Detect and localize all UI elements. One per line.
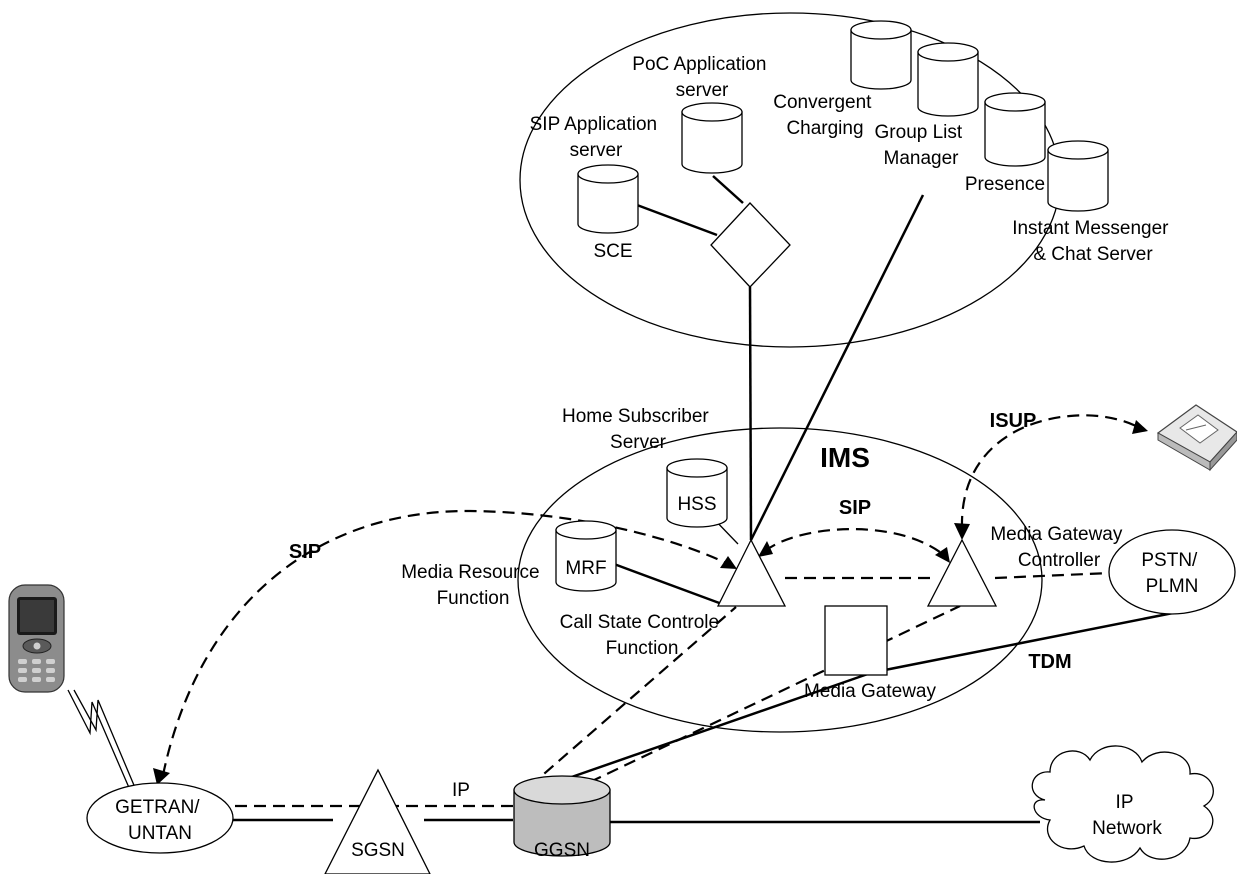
ggsn-database-icon [513,775,611,857]
link-glm-cscf [749,194,925,541]
ip-network-label: IP Network [1092,792,1162,839]
arrowhead-cscf-left [720,556,737,569]
dash-sip-arc-ims [764,528,946,557]
isup-label: ISUP [990,410,1037,432]
sce-database-icon [577,164,639,234]
presence-database-icon [984,92,1046,167]
mrf-label: MRF [565,558,606,579]
arrowhead-getran [153,768,170,785]
dash-ggsn-cscf [529,606,737,787]
mrf-full-label: Media Resource Function [401,562,545,609]
ip-network-cloud-icon [1031,745,1214,863]
arrowhead-isup-mgc [954,523,970,540]
radio-link-icon-shadow [73,689,137,791]
sip-left-label: SIP [289,541,321,563]
link-sce-diamond [636,203,718,237]
arrowhead-sip-cscf [758,541,773,557]
sip-ims-label: SIP [839,497,871,519]
fixed-terminal-icon [1156,404,1237,472]
sgsn-triangle-icon [324,768,431,874]
group-list-manager-label: Group List Manager [875,122,968,169]
dash-mgc-pstn [994,571,1111,580]
presence-label: Presence [965,174,1045,195]
link-poc-diamond [712,175,744,204]
sip-server-label: SIP Application server [530,114,663,161]
link-as-cscf [748,286,753,541]
ggsn-label: GGSN [534,840,590,861]
group-list-manager-database-icon [917,42,979,117]
dash-sip-arc-left [161,509,731,776]
mobile-phone-icon [8,584,65,693]
sce-label: SCE [593,241,632,262]
poc-server-label: PoC Application server [632,54,771,101]
ims-domain-ellipse [517,427,1043,733]
cscf-triangle-icon [716,538,787,607]
radio-link-icon [67,689,131,791]
ims-title: IMS [820,442,870,473]
link-ggsn-mgw [562,666,886,782]
media-gateway-label: Media Gateway [804,681,937,702]
mgc-label: Media Gateway Controller [990,524,1127,571]
mrf-database-icon [555,520,617,592]
cscf-label: Call State Controle Function [560,612,725,659]
im-chat-server-label: Instant Messenger & Chat Server [1012,218,1174,265]
poc-server-database-icon [681,102,743,174]
link-mgw-pstn [884,611,1174,672]
tdm-label: TDM [1028,651,1071,673]
getran-label: GETRAN/ UNTAN [115,797,205,844]
hss-full-label: Home Subscriber Server [562,406,714,453]
sgsn-label: SGSN [351,840,405,861]
convergent-charging-database-icon [850,20,912,90]
ip-label: IP [452,780,470,801]
application-router-diamond-icon [710,202,791,288]
dash-isup-arc [960,414,1141,529]
im-chat-server-database-icon [1047,140,1109,212]
hss-label: HSS [677,494,716,515]
getran-node-ellipse [86,782,234,854]
dash-ggsn-mgc [589,605,961,783]
hss-database-icon [666,458,728,528]
link-mrf-cscf [613,562,723,606]
arrowhead-isup-terminal [1132,420,1148,434]
pstn-label: PSTN/ PLMN [1141,550,1202,597]
pstn-node-ellipse [1108,529,1236,615]
arrowhead-sip-mgc [935,547,950,563]
media-gateway-box-icon [824,605,888,676]
convergent-charging-label: Convergent Charging [773,92,877,139]
mgc-triangle-icon [926,538,998,607]
